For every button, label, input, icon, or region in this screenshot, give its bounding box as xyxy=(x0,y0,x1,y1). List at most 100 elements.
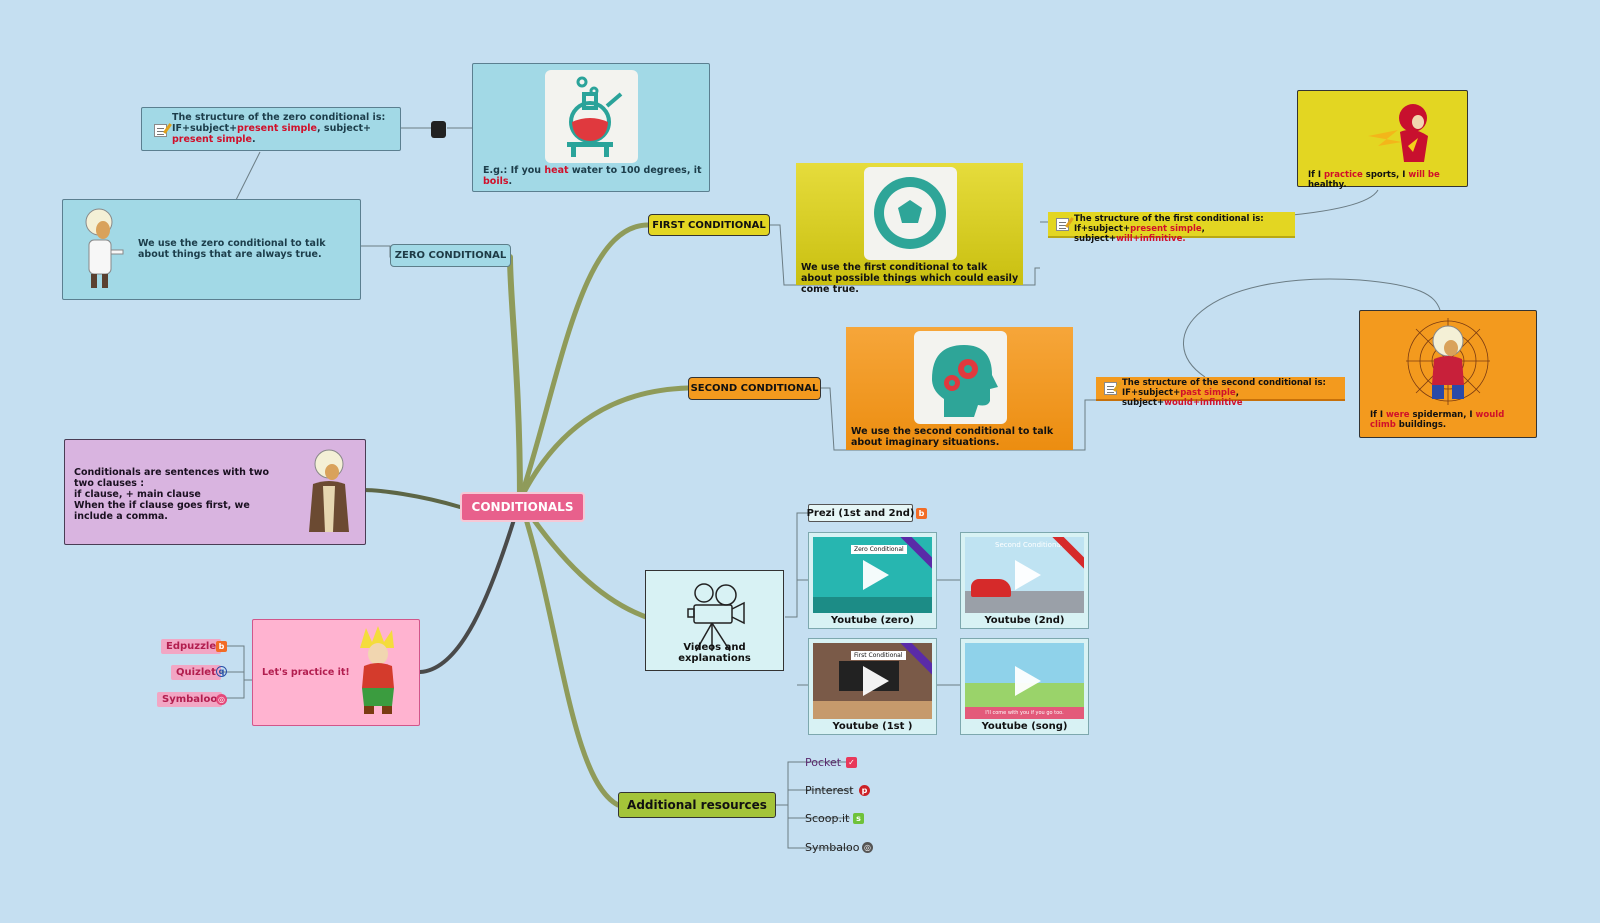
first-use-card[interactable]: We use the first conditional to talk abo… xyxy=(796,163,1023,295)
zero-conditional-node[interactable]: ZERO CONDITIONAL xyxy=(390,244,511,267)
second-example-red1: were xyxy=(1385,410,1410,420)
quizlet-icon: q xyxy=(216,666,227,677)
zero-example-mid: water to 100 degrees, it xyxy=(568,165,702,176)
note-icon xyxy=(154,124,167,137)
second-structure-line1: The structure of the second conditional … xyxy=(1122,378,1326,388)
head-icon-tile xyxy=(914,331,1007,424)
videos-node[interactable]: Videos and explanations xyxy=(645,570,784,671)
central-topic[interactable]: CONDITIONALS xyxy=(460,492,585,522)
play-icon[interactable] xyxy=(1014,666,1041,696)
thumb-title: I'll come with you if you go too. xyxy=(965,707,1084,719)
first-structure-prefix: If+subject+ xyxy=(1074,223,1131,234)
first-conditional-node[interactable]: FIRST CONDITIONAL xyxy=(648,214,770,236)
second-example-prefix: If I xyxy=(1370,410,1386,420)
prezi-link[interactable]: Prezi (1st and 2nd) xyxy=(807,504,914,522)
resource-scoopit[interactable]: Scoop.it xyxy=(805,812,850,825)
first-example-red2: will be xyxy=(1408,170,1440,180)
first-structure-red1: present simple xyxy=(1130,223,1202,234)
practice-label: Let's practice it! xyxy=(262,667,350,678)
goku-character-icon xyxy=(360,626,394,714)
zero-structure-prefix: IF+subject+ xyxy=(172,122,238,134)
video-caption: Youtube (zero) xyxy=(830,615,915,626)
practice-card[interactable]: Let's practice it! xyxy=(252,619,420,726)
zero-structure-text: The structure of the zero conditional is… xyxy=(172,112,397,146)
practice-link-quizlet[interactable]: Quizlet xyxy=(171,665,221,680)
zero-structure-line1: The structure of the zero conditional is… xyxy=(172,112,386,123)
resource-symbaloo[interactable]: Symbaloo xyxy=(805,841,860,854)
additional-resources-node[interactable]: Additional resources xyxy=(618,792,776,818)
collapse-toggle[interactable] xyxy=(431,121,446,138)
second-conditional-node[interactable]: SECOND CONDITIONAL xyxy=(688,377,821,400)
video-thumbnail: Second Conditional xyxy=(965,537,1084,613)
flask-icon xyxy=(567,76,623,157)
zero-example-text: E.g.: If you heat water to 100 degrees, … xyxy=(483,165,703,188)
second-example-red2: would climb xyxy=(1370,410,1505,430)
soccer-icon-tile xyxy=(864,167,957,260)
video-caption: Youtube (1st ) xyxy=(832,721,913,732)
resource-pinterest[interactable]: Pinterest xyxy=(805,784,854,797)
professor-character-icon xyxy=(85,208,124,288)
video-thumbnail: I'll come with you if you go too. xyxy=(965,643,1084,719)
first-example-red1: practice xyxy=(1323,170,1363,180)
practice-link-edpuzzle[interactable]: Edpuzzle xyxy=(161,639,222,654)
zero-example-red2: boils xyxy=(483,175,509,187)
zero-use-card[interactable]: We use the zero conditional to talk abou… xyxy=(62,199,361,300)
first-example-card[interactable]: If I practice sports, I will be healthy. xyxy=(1297,90,1468,190)
videos-label: Videos and explanations xyxy=(678,642,751,664)
thumb-title: Second Conditional xyxy=(995,541,1063,549)
second-structure-red1: past simple xyxy=(1180,387,1236,398)
video-youtube-zero[interactable]: Zero Conditional Youtube (zero) xyxy=(808,532,937,629)
first-example-text: If I practice sports, I will be healthy. xyxy=(1308,170,1468,191)
intro-text: Conditionals are sentences with two two … xyxy=(74,467,289,523)
second-structure-text: The structure of the second conditional … xyxy=(1122,378,1347,408)
second-structure-red2: would+infinitive xyxy=(1164,397,1243,408)
first-use-text: We use the first conditional to talk abo… xyxy=(801,262,1019,295)
first-example-prefix: If I xyxy=(1308,170,1324,180)
flash-character-icon xyxy=(1368,104,1428,162)
globe-icon: ◎ xyxy=(862,842,873,853)
note-icon xyxy=(1104,382,1117,395)
video-youtube-2nd[interactable]: Second Conditional Youtube (2nd) xyxy=(960,532,1089,629)
video-thumbnail: Zero Conditional xyxy=(813,537,932,613)
blogger-icon: b xyxy=(916,508,927,519)
second-example-end: buildings. xyxy=(1395,419,1447,430)
second-example-card[interactable]: If I were spiderman, I would climb build… xyxy=(1359,310,1537,438)
zero-structure-mid: , subject+ xyxy=(317,122,371,134)
video-caption: Youtube (2nd) xyxy=(984,615,1065,626)
second-structure-prefix: IF+subject+ xyxy=(1122,387,1181,398)
zero-structure-red2: present simple xyxy=(172,133,252,145)
zero-example-prefix: E.g.: If you xyxy=(483,165,545,176)
pinterest-icon: p xyxy=(859,785,870,796)
first-structure-red2: will+infinitive. xyxy=(1116,233,1186,244)
intro-card[interactable]: Conditionals are sentences with two two … xyxy=(64,439,366,545)
second-structure-card[interactable]: The structure of the second conditional … xyxy=(1096,377,1345,407)
second-structure-mid: , subject+ xyxy=(1122,387,1239,408)
note-icon xyxy=(1056,218,1069,231)
second-example-text: If I were spiderman, I would climb build… xyxy=(1370,410,1530,431)
play-icon[interactable] xyxy=(1014,560,1041,590)
practice-link-symbaloo[interactable]: Symbaloo xyxy=(157,692,223,707)
second-use-text: We use the second conditional to talk ab… xyxy=(851,426,1054,448)
zero-structure-card[interactable]: The structure of the zero conditional is… xyxy=(141,107,401,151)
thumb-title: First Conditional xyxy=(851,651,906,660)
video-thumbnail: First Conditional xyxy=(813,643,932,719)
obi-wan-character-icon xyxy=(309,449,349,532)
zero-example-red1: heat xyxy=(544,165,569,176)
video-youtube-1st[interactable]: First Conditional Youtube (1st ) xyxy=(808,638,937,735)
flask-icon-tile xyxy=(545,70,638,163)
video-youtube-song[interactable]: I'll come with you if you go too. Youtub… xyxy=(960,638,1089,735)
zero-structure-red1: present simple xyxy=(237,122,317,134)
zero-example-end: . xyxy=(508,175,513,187)
first-structure-card[interactable]: The structure of the first conditional i… xyxy=(1048,212,1295,243)
play-icon[interactable] xyxy=(862,560,889,590)
zero-example-card[interactable]: E.g.: If you heat water to 100 degrees, … xyxy=(472,63,710,192)
second-use-card[interactable]: We use the second conditional to talk ab… xyxy=(846,327,1073,450)
first-example-end: healthy. xyxy=(1308,179,1347,190)
resource-pocket[interactable]: Pocket xyxy=(805,756,842,769)
first-structure-line1: The structure of the first conditional i… xyxy=(1074,214,1264,224)
video-caption: Youtube (song) xyxy=(981,721,1068,732)
intro-line3: When the if clause goes first, we includ… xyxy=(74,499,250,522)
play-icon[interactable] xyxy=(862,666,889,696)
zero-structure-end: . xyxy=(251,133,256,145)
intro-line2: if clause, + main clause xyxy=(74,488,201,500)
